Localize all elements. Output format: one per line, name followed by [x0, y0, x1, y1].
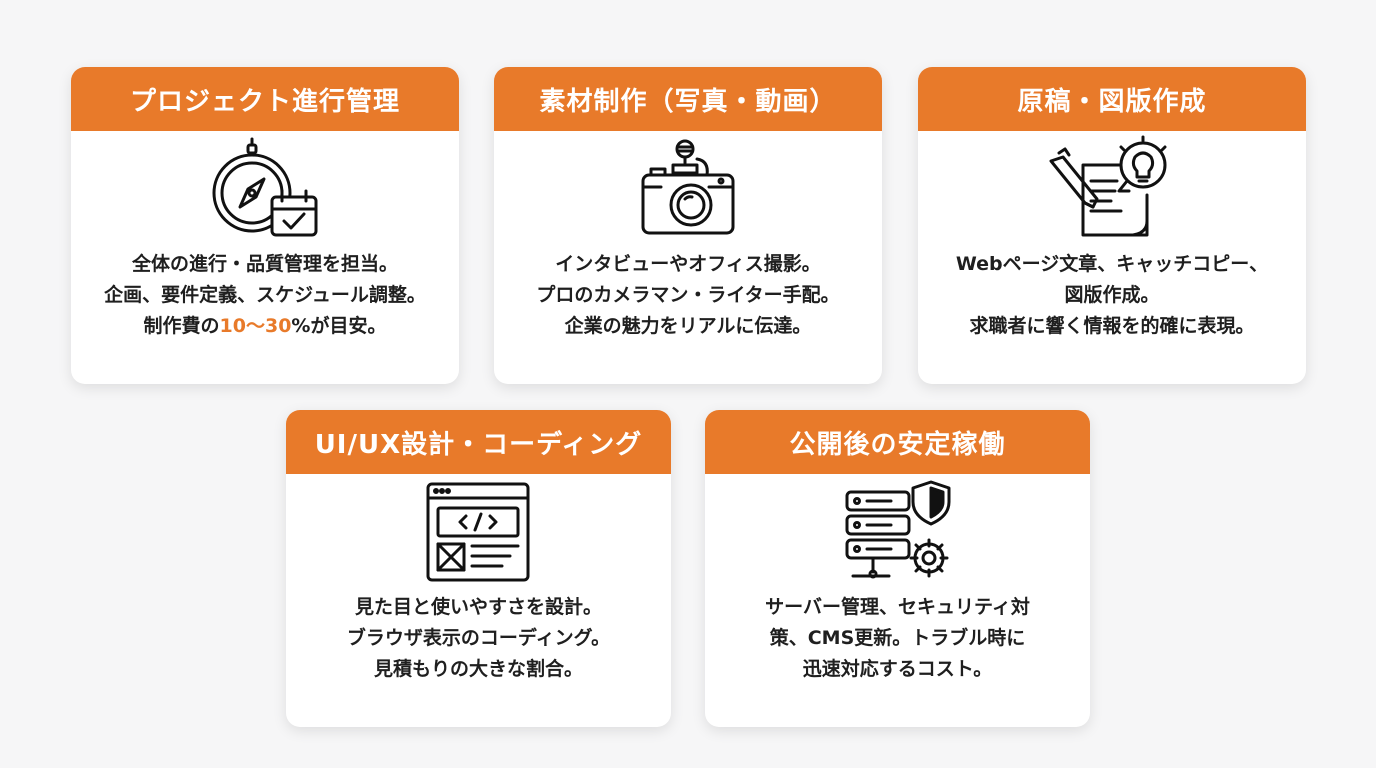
- card-project-management: プロジェクト進行管理 全体の進行・品質管理を担当。 企画、要件定義、スケジュール…: [71, 67, 459, 384]
- cost-highlight: 10〜30: [219, 315, 292, 337]
- browser-code-icon: [426, 482, 529, 582]
- camera-microphone-icon: [641, 139, 735, 235]
- description-line: プロのカメラマン・ライター手配。: [536, 284, 840, 306]
- card-description: 全体の進行・品質管理を担当。 企画、要件定義、スケジュール調整。 制作費の10〜…: [71, 249, 459, 342]
- server-shield-gear-icon: [845, 480, 950, 579]
- card-title: プロジェクト進行管理: [71, 67, 459, 131]
- description-line: 見た目と使いやすさを設計。: [354, 596, 602, 618]
- description-line: インタビューやオフィス撮影。: [555, 253, 821, 275]
- card-uiux-coding: UI/UX設計・コーディング 見た目と使いやすさを設計。 ブラウザ表示のコーディ…: [286, 410, 671, 727]
- card-description: インタビューやオフィス撮影。 プロのカメラマン・ライター手配。 企業の魅力をリア…: [494, 249, 882, 342]
- card-title: 公開後の安定稼働: [705, 410, 1090, 474]
- description-line: 見積もりの大きな割合。: [373, 658, 583, 680]
- description-line: サーバー管理、セキュリティ対: [765, 596, 1030, 618]
- card-description: 見た目と使いやすさを設計。 ブラウザ表示のコーディング。 見積もりの大きな割合。: [286, 592, 671, 685]
- card-description: サーバー管理、セキュリティ対 策、CMS更新。トラブル時に 迅速対応するコスト。: [705, 592, 1090, 685]
- card-description: Webページ文章、キャッチコピー、 図版作成。 求職者に響く情報を的確に表現。: [918, 249, 1306, 342]
- card-stable-operation: 公開後の安定稼働 サーバー管理、セキュリティ対 策、CMS更新。ト: [705, 410, 1090, 727]
- card-title: UI/UX設計・コーディング: [286, 410, 671, 474]
- pen-document-lightbulb-icon: [1049, 135, 1167, 237]
- description-text: %が目安。: [291, 315, 387, 337]
- description-line: 制作費の10〜30%が目安。: [71, 311, 459, 342]
- description-line: 企画、要件定義、スケジュール調整。: [104, 284, 426, 306]
- description-line: ブラウザ表示のコーディング。: [346, 627, 611, 649]
- description-line: 迅速対応するコスト。: [802, 658, 993, 680]
- description-line: 図版作成。: [1064, 284, 1160, 306]
- description-line: Webページ文章、キャッチコピー、: [955, 253, 1269, 275]
- compass-calendar-icon: [212, 137, 318, 237]
- card-material-production: 素材制作（写真・動画） インタビューやオフィス撮影。 プロのカメラマン・ライター…: [494, 67, 882, 384]
- description-line: 企業の魅力をリアルに伝達。: [564, 315, 812, 337]
- description-line: 全体の進行・品質管理を担当。: [131, 253, 398, 275]
- card-title: 原稿・図版作成: [918, 67, 1306, 131]
- description-text: 制作費の: [143, 315, 220, 337]
- description-line: 求職者に響く情報を的確に表現。: [969, 315, 1255, 337]
- card-copywriting: 原稿・図版作成 Webページ文章、キャッチコピー、 図版作成。 求職者に響く情報…: [918, 67, 1306, 384]
- description-line: 策、CMS更新。トラブル時に: [769, 627, 1026, 649]
- card-title: 素材制作（写真・動画）: [494, 67, 882, 131]
